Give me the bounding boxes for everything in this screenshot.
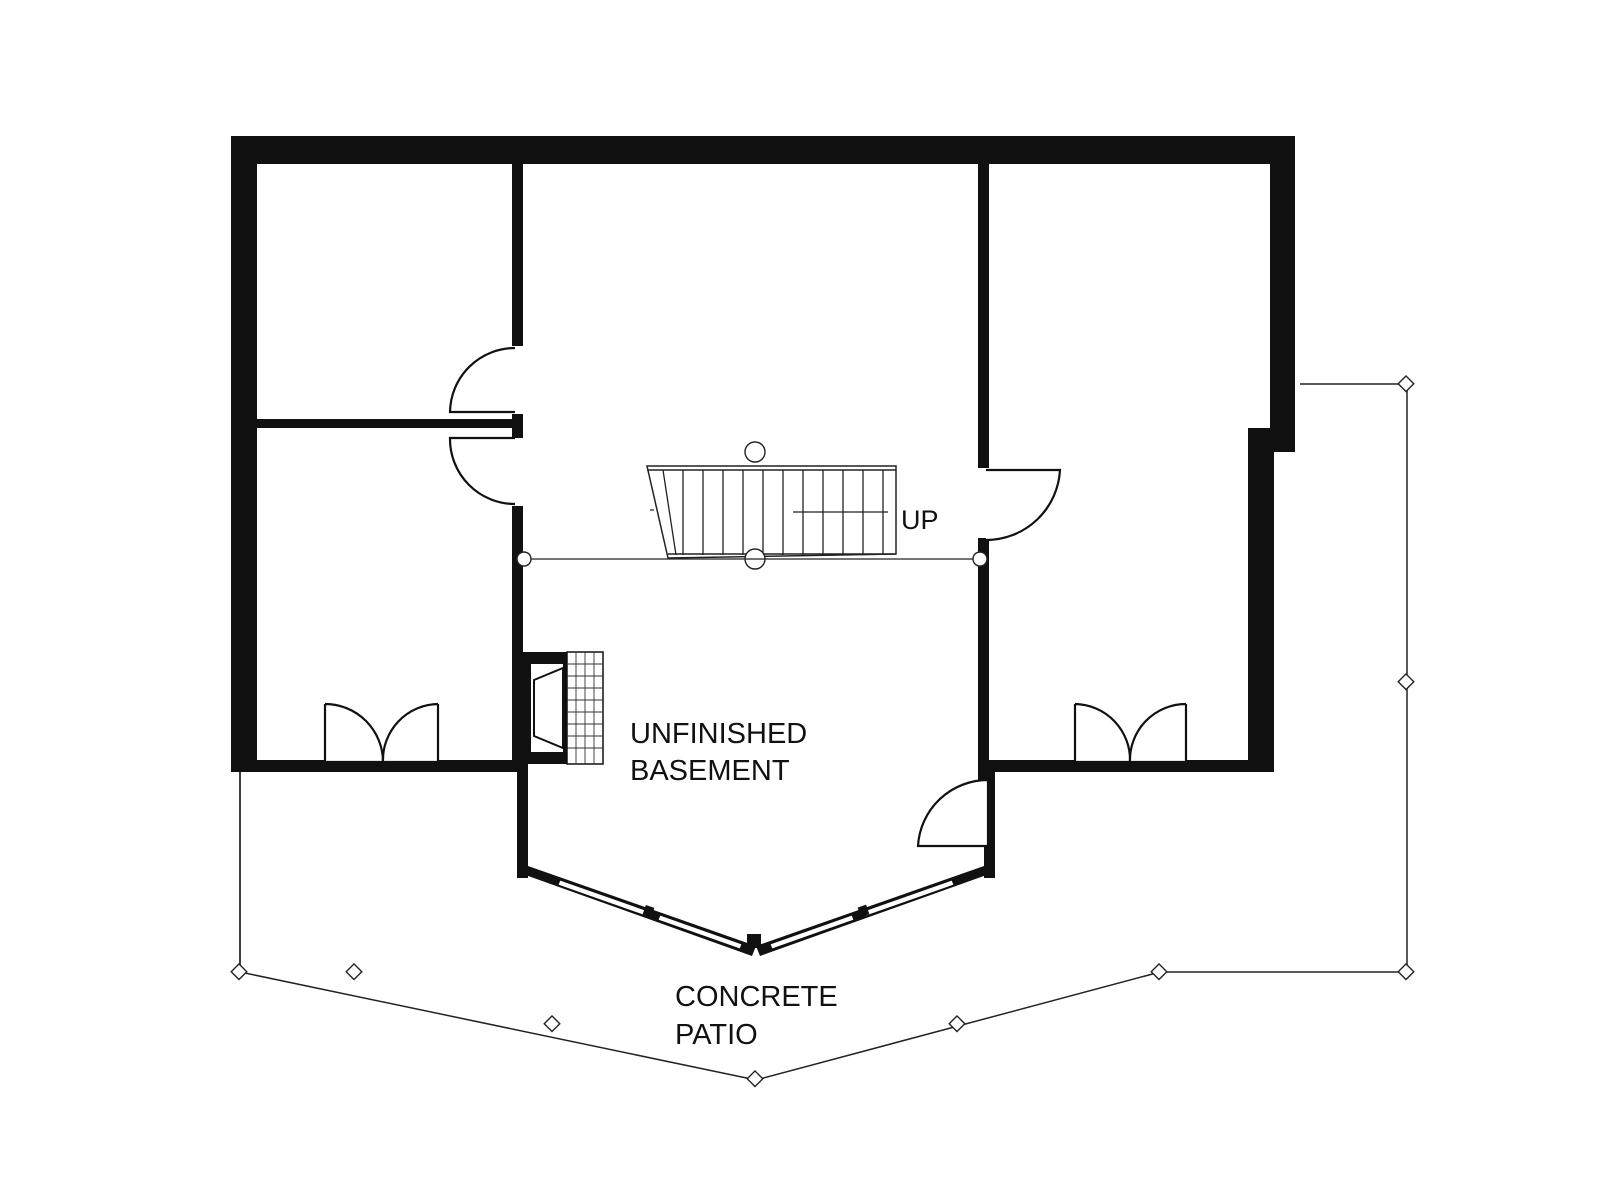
interior-walls: [257, 160, 995, 876]
fireplace: [523, 651, 604, 765]
label-unfinished: UNFINISHED: [630, 718, 807, 750]
label-patio: PATIO: [675, 1019, 758, 1051]
label-basement: BASEMENT: [630, 755, 790, 787]
label-stair-up: UP: [901, 505, 939, 535]
staircase: [646, 441, 897, 570]
patio-posts: [230, 374, 1415, 1088]
label-concrete: CONCRETE: [675, 981, 838, 1013]
doors: [323, 346, 1188, 848]
beam-line: [516, 551, 988, 567]
bay-windows: [557, 879, 955, 950]
